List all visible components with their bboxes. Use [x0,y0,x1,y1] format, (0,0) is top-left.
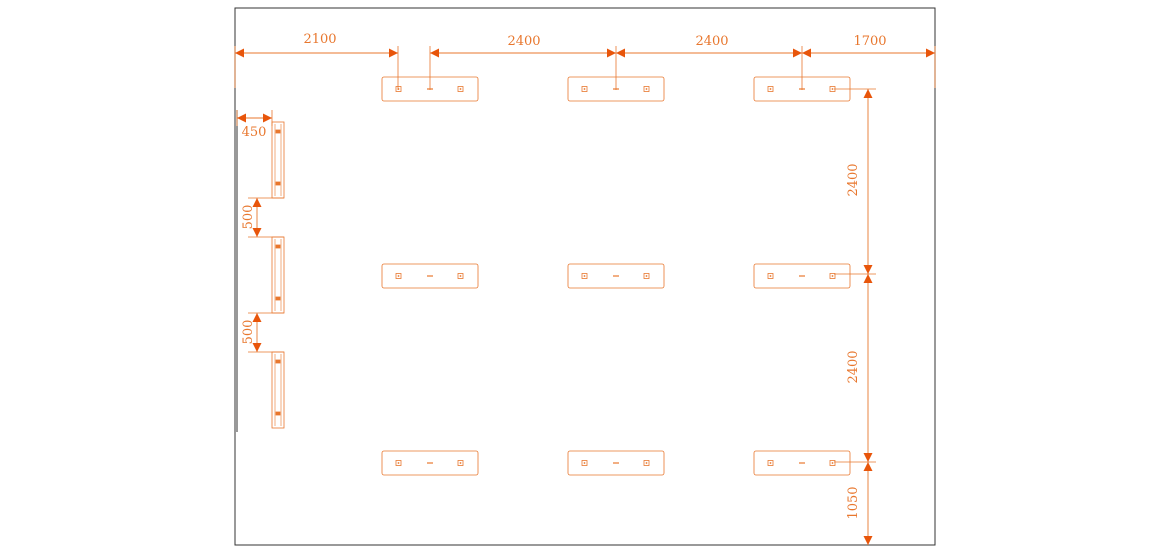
wall-light-lamp [275,244,281,249]
ceiling-light-lamp-dot [769,275,772,277]
ceiling-light-lamp [581,86,588,92]
ceiling-light-housing [567,263,665,289]
ceiling-light-lamp-dot [645,275,648,277]
ceiling-light-lamp [767,273,774,279]
dim-label-left-gap-1: 500 [241,320,256,345]
room-frame [234,7,936,546]
dimension-arrow [863,536,873,545]
dimension-arrow [389,48,398,58]
dimension-arrow [802,48,811,58]
ceiling-light-lamp-dot [769,462,772,464]
wall-light-lamp [275,181,281,186]
ceiling-light-lamp-dot [645,462,648,464]
dim-label-left-width: 450 [242,125,267,140]
ceiling-light-lamp [643,86,650,92]
dimension-arrow [252,228,262,237]
ceiling-light-lamp [643,460,650,466]
ceiling-light-housing [753,263,851,289]
ceiling-light-lamp-dot [831,88,834,90]
ceiling-light-lamp [457,86,464,92]
dimension-arrow [235,48,244,58]
right-dimension-labels: 2400 2400 1050 [846,163,861,519]
dimension-arrow [252,198,262,207]
ceiling-light-grid [381,76,851,476]
dimension-arrow [863,89,873,98]
ceiling-light-lamp [457,273,464,279]
ceiling-light-lamp [829,460,836,466]
ceiling-light-lamp-dot [583,275,586,277]
ceiling-light-housing [381,450,479,476]
ceiling-light-lamp [767,460,774,466]
ceiling-light [567,450,665,476]
ceiling-light [381,263,479,289]
ceiling-light-lamp [457,460,464,466]
ceiling-light-lamp [581,273,588,279]
dimension-arrow [863,274,873,283]
ceiling-light-lamp [395,86,402,92]
dim-label-top-2: 2400 [695,34,728,49]
wall-light [271,236,285,314]
dimension-arrow [793,48,802,58]
ceiling-light [567,263,665,289]
room-outline [234,7,936,546]
dim-label-top-1: 2400 [507,34,540,49]
ceiling-light-lamp [829,273,836,279]
ceiling-light-housing [381,263,479,289]
ceiling-light-lamp-dot [583,462,586,464]
ceiling-light [381,450,479,476]
dimension-arrow [430,48,439,58]
dim-label-right-0: 2400 [846,163,861,196]
ceiling-light-lamp-dot [583,88,586,90]
dimension-arrow [863,265,873,274]
dimension-arrow [237,113,246,123]
ceiling-light-lamp-dot [459,88,462,90]
dimension-arrow [863,453,873,462]
ceiling-light-lamp-dot [645,88,648,90]
dimension-arrow [616,48,625,58]
top-dimension-labels: 2100 2400 2400 1700 [303,32,886,49]
ceiling-light-lamp [767,86,774,92]
dimension-arrow [926,48,935,58]
ceiling-light-lamp-dot [397,462,400,464]
ceiling-light-lamp-dot [397,275,400,277]
ceiling-light-lamp-dot [831,462,834,464]
dimension-arrow [863,462,873,471]
left-dimension-labels: 450 500 500 [241,125,266,344]
ceiling-light-lamp-dot [459,462,462,464]
ceiling-light-lamp [581,460,588,466]
ceiling-light-lamp [395,460,402,466]
wall-light-column [271,121,285,429]
dimension-arrow [252,313,262,322]
dim-label-top-0: 2100 [303,32,336,47]
wall-light-lamp [275,129,281,134]
wall-light [271,121,285,199]
ceiling-light-lamp-dot [459,275,462,277]
dim-label-left-gap-0: 500 [241,205,256,230]
dim-label-right-1: 2400 [846,350,861,383]
ceiling-light-lamp [643,273,650,279]
wall-light [271,351,285,429]
ceiling-light [753,263,851,289]
dim-label-right-2: 1050 [846,486,861,519]
ceiling-light-lamp-dot [769,88,772,90]
ceiling-light-housing [567,450,665,476]
dim-label-top-3: 1700 [853,34,886,49]
dimension-arrow [607,48,616,58]
wall-light-lamp [275,411,281,416]
dimension-lines [234,46,936,545]
wall-light-lamp [275,296,281,301]
wall-light-lamp [275,359,281,364]
ceiling-light-lamp [395,273,402,279]
ceiling-light-housing [753,450,851,476]
dimension-arrow [263,113,272,123]
ceiling-light-lamp-dot [831,275,834,277]
dimension-arrow [252,343,262,352]
ceiling-light [753,450,851,476]
